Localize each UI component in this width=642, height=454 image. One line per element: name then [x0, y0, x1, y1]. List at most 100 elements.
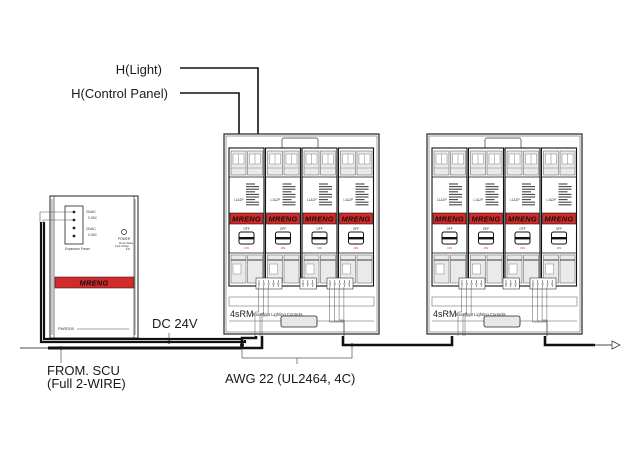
terminal-label: 0 VAC — [88, 216, 98, 220]
channel-brand: MRENG — [342, 215, 371, 224]
power-supply-model: PWR200 — [58, 326, 75, 331]
module2-bus-wires — [422, 336, 612, 347]
module-model: 4sRM — [433, 309, 457, 319]
label-full-2-wire: (Full 2-WIRE) — [47, 376, 126, 391]
channel-brand: MRENG — [232, 215, 261, 224]
switch-on-label: ON — [317, 246, 322, 250]
manual-override-switch[interactable] — [275, 231, 291, 245]
module-model: 4sRM — [230, 309, 254, 319]
relay-channel: L1&2P MRENG OFF ON — [337, 147, 375, 287]
terminal-label: 24VAC — [86, 210, 97, 214]
channel-spec-label: L1&2P — [271, 198, 281, 202]
channel-spec-label: L1&2P — [437, 198, 447, 202]
manual-override-switch[interactable] — [238, 231, 255, 245]
switch-off-label: OFF — [483, 227, 489, 231]
control-connector — [326, 277, 354, 290]
channel-spec-label: L1&2P — [344, 198, 354, 202]
terminal-label: 0 VAC — [88, 233, 98, 237]
brand-band — [266, 212, 300, 225]
expansion-power-label: Expansion Power — [65, 247, 91, 251]
module-inner-frame — [428, 135, 581, 333]
screw-terminal — [247, 254, 263, 284]
manual-override-switch[interactable] — [441, 231, 458, 245]
switch-on-label: ON — [484, 246, 489, 250]
channel-spec-label: L1&2P — [510, 198, 520, 202]
brand-band — [505, 212, 540, 225]
label-dc-24v: DC 24V — [152, 316, 198, 331]
label-h-control-panel: H(Control Panel) — [71, 86, 168, 101]
switch-off-label: OFF — [519, 227, 525, 231]
internal-wires — [254, 287, 345, 336]
control-connector — [529, 277, 557, 290]
power-sub-label: 24V — [126, 248, 131, 251]
switch-on-label: ON — [281, 246, 286, 250]
brand-band — [542, 212, 576, 225]
manual-override-switch[interactable] — [551, 231, 567, 245]
channel-brand: MRENG — [545, 215, 574, 224]
manual-override-switch[interactable] — [348, 231, 364, 245]
switch-on-label: ON — [520, 246, 525, 250]
module1-bus-wires — [240, 336, 422, 350]
h-light-wire — [180, 67, 259, 152]
screw-terminal — [559, 254, 576, 284]
switch-on-label: ON — [447, 246, 452, 250]
channel-spec-label: L1&2P — [474, 198, 484, 202]
power-sub-label: Input Voltage — [115, 245, 130, 248]
relay-module-4srm-1: L1&2P MRENG OFF ON L1&2P MRENG OFF ON L1&2P MRENG… — [223, 133, 380, 336]
screw-terminal — [356, 254, 373, 284]
label-strip — [228, 296, 375, 307]
power-supply-brand: MRENG — [80, 279, 109, 288]
brand-band — [302, 212, 337, 225]
switch-on-label: ON — [244, 246, 249, 250]
brand-band — [339, 212, 373, 225]
control-connector — [299, 277, 317, 290]
h-control-panel-wire — [180, 92, 240, 152]
screw-terminal — [450, 254, 466, 284]
switch-on-label: ON — [557, 246, 562, 250]
label-h-light: H(Light) — [116, 62, 162, 77]
channel-spec-label: L1&2P — [547, 198, 557, 202]
channel-brand: MRENG — [269, 215, 298, 224]
control-connector — [255, 277, 283, 290]
switch-off-label: OFF — [316, 227, 322, 231]
power-label: POWER — [118, 237, 131, 241]
power-sub-label: Check Status — [119, 242, 134, 245]
control-connector — [502, 277, 520, 290]
power-supply-pwr200: 24VAC 0 VAC 24VAC 0 VAC Expansion Power … — [49, 195, 139, 339]
bottom-handle — [280, 315, 318, 328]
control-connector — [458, 277, 486, 290]
manual-override-switch[interactable] — [311, 231, 328, 245]
dc-24v-wire — [39, 222, 247, 344]
brand-band — [469, 212, 503, 225]
relay-channel: L1&2P MRENG OFF ON — [301, 147, 338, 287]
awg-bracket — [241, 345, 353, 364]
awg-junction-left — [240, 343, 244, 347]
manual-override-switch[interactable] — [478, 231, 494, 245]
manual-override-switch[interactable] — [514, 231, 531, 245]
switch-off-label: OFF — [353, 227, 359, 231]
brand-band — [229, 212, 264, 225]
internal-wires — [457, 287, 548, 336]
screw-terminal — [486, 254, 503, 284]
module-tagline: Excellent Lighting Controls — [253, 312, 303, 317]
module-tagline: Excellent Lighting Controls — [456, 312, 506, 317]
terminal-label: 24VAC — [86, 227, 97, 231]
bottom-handle — [483, 315, 521, 328]
expansion-power-terminal: 24VAC 0 VAC 24VAC 0 VAC Expansion Power — [64, 205, 98, 251]
brand-band — [432, 212, 467, 225]
switch-off-label: OFF — [243, 227, 249, 231]
switch-off-label: OFF — [446, 227, 452, 231]
switch-off-label: OFF — [556, 227, 562, 231]
relay-channel: L1&2P MRENG OFF ON — [467, 147, 505, 287]
channel-brand: MRENG — [472, 215, 501, 224]
module-inner-frame — [225, 135, 378, 333]
label-strip — [431, 296, 578, 307]
label-from-scu: FROM. SCU — [47, 363, 120, 378]
switch-on-label: ON — [354, 246, 359, 250]
channel-brand: MRENG — [305, 215, 334, 224]
channel-spec-label: L1&2P — [307, 198, 317, 202]
